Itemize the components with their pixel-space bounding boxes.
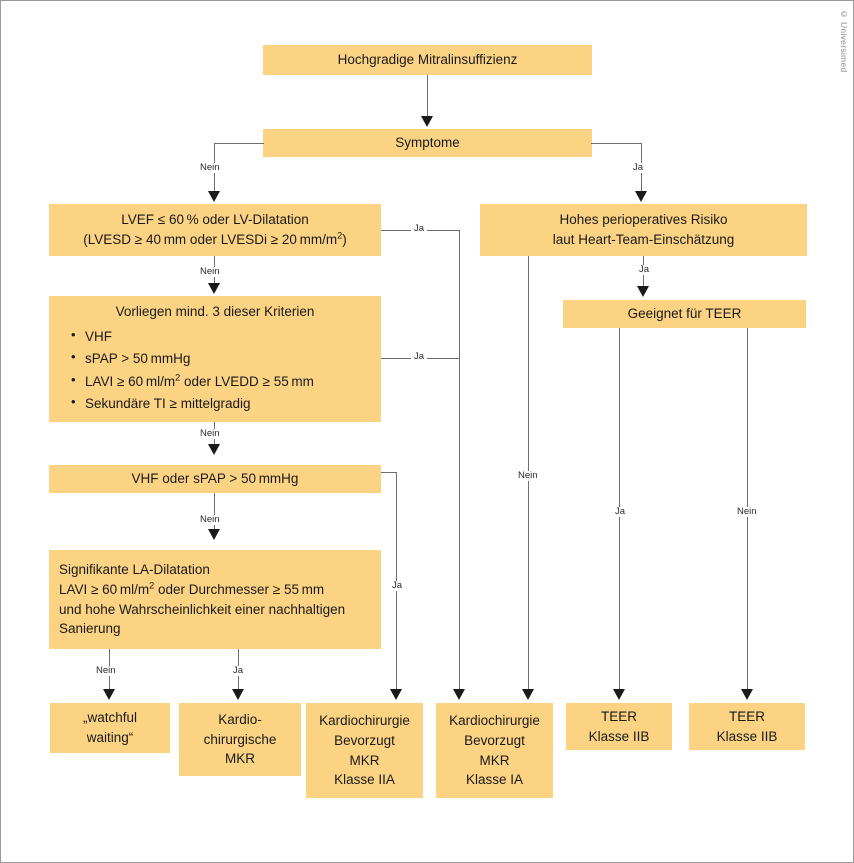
node-vhf-oder-spap: VHF oder sPAP > 50 mmHg: [49, 465, 381, 493]
node-line-2: LAVI ≥ 60 ml/m2 oder Durchmesser ≥ 55 mm: [59, 580, 324, 600]
edge-label-symptome-ja: Ja: [630, 163, 647, 173]
edge-label-lvef-nein: Nein: [197, 267, 223, 277]
arrowhead: [232, 689, 244, 700]
outcome-line: Bevorzugt: [334, 732, 395, 748]
outcome-line: Kardio-: [218, 712, 262, 728]
outcome-line: Klasse IIA: [334, 772, 395, 788]
kriterien-list: VHF sPAP > 50 mmHg LAVI ≥ 60 ml/m2 oder …: [49, 325, 403, 416]
edge-vhf-ja-vertical: [396, 472, 397, 689]
node-line-4: Sanierung: [59, 621, 121, 637]
arrowhead: [208, 529, 220, 540]
edge-label-teer-nein: Nein: [734, 507, 760, 517]
outcome-teer-klasse-iib-links: TEER Klasse IIB: [566, 703, 672, 750]
outcome-line: MKR: [349, 752, 380, 768]
list-item: Sekundäre TI ≥ mittelgradig: [71, 393, 403, 414]
edge-label-symptome-nein: Nein: [197, 163, 223, 173]
arrowhead: [522, 689, 534, 700]
arrowhead: [390, 689, 402, 700]
edge-ja-merge-vertical: [459, 230, 460, 689]
copyright-notice: © Universimed: [839, 9, 849, 73]
edge-vhf-nein-vertical: [214, 493, 215, 531]
outcome-line: waiting“: [86, 730, 134, 745]
node-line-3: und hohe Wahrscheinlichkeit einer nachha…: [59, 601, 346, 617]
outcome-line: MKR: [479, 752, 510, 768]
edge-label-kriterien-nein: Nein: [197, 429, 223, 439]
list-item-label-tail: oder LVEDD ≥ 55 mm: [180, 373, 314, 389]
arrowhead: [637, 286, 649, 297]
arrowhead: [635, 191, 647, 202]
arrowhead: [741, 689, 753, 700]
superscript: 2: [149, 580, 155, 591]
arrowhead: [613, 689, 625, 700]
edge-label-teer-ja: Ja: [612, 507, 629, 517]
node-line-2-tail: oder Durchmesser ≥ 55 mm: [154, 581, 325, 597]
outcome-watchful-waiting: „watchful waiting“: [50, 703, 170, 753]
node-geeignet-fuer-teer: Geeignet für TEER: [563, 300, 806, 328]
node-line-1: LVEF ≤ 60 % oder LV-Dilatation: [121, 212, 309, 228]
outcome-teer-klasse-iib-rechts: TEER Klasse IIB: [689, 703, 805, 750]
edge-label-la-ja: Ja: [230, 666, 247, 676]
outcome-kardiochirurgische-mkr: Kardio- chirurgische MKR: [179, 703, 301, 776]
outcome-kardiochirurgie-mkr-klasse-iia: Kardiochirurgie Bevorzugt MKR Klasse IIA: [306, 703, 423, 798]
node-lvef-lv-dilatation: LVEF ≤ 60 % oder LV-Dilatation (LVESD ≥ …: [49, 204, 381, 256]
list-item-label: Sekundäre TI ≥ mittelgradig: [85, 395, 251, 411]
arrowhead: [208, 283, 220, 294]
edge-label-risiko-nein: Nein: [515, 471, 541, 481]
list-item-label: VHF: [85, 329, 112, 345]
outcome-line: Kardiochirurgie: [449, 713, 540, 729]
node-hochgradige-mitralinsuffizienz: Hochgradige Mitralinsuffizienz: [263, 45, 592, 75]
outcome-line: Kardiochirurgie: [319, 713, 410, 729]
list-item: sPAP > 50 mmHg: [71, 348, 403, 369]
arrowhead: [208, 444, 220, 455]
edge-label-la-nein: Nein: [93, 666, 119, 676]
node-label: Hochgradige Mitralinsuffizienz: [337, 52, 518, 68]
list-item-label: sPAP > 50 mmHg: [85, 351, 191, 367]
arrowhead: [421, 116, 433, 127]
edge-label-vhf-ja: Ja: [389, 581, 406, 591]
edge-root-to-symptome: [427, 75, 428, 118]
edge-label-risiko-ja: Ja: [636, 265, 653, 275]
node-label: Geeignet für TEER: [627, 306, 742, 322]
superscript: 2: [175, 372, 181, 383]
outcome-line: MKR: [225, 751, 255, 767]
node-label: VHF oder sPAP > 50 mmHg: [131, 471, 299, 487]
node-line-1: Signifikante LA-Dilatation: [59, 562, 210, 578]
edge-vhf-ja-horizontal: [381, 472, 396, 473]
node-kriterien: Vorliegen mind. 3 dieser Kriterien VHF s…: [49, 296, 381, 422]
edge-symptome-ja-horizontal: [591, 143, 642, 144]
list-item-label: LAVI ≥ 60 ml/m: [85, 373, 176, 389]
edge-symptome-nein-horizontal: [214, 143, 264, 144]
outcome-line: TEER: [728, 708, 765, 724]
outcome-line: Bevorzugt: [464, 732, 525, 748]
edge-label-vhf-nein: Nein: [197, 515, 223, 525]
arrowhead: [453, 689, 465, 700]
node-label: Symptome: [395, 135, 460, 151]
superscript: 2: [337, 230, 343, 241]
outcome-line: „watchful: [82, 710, 138, 726]
node-line-2: laut Heart-Team-Einschätzung: [552, 232, 735, 247]
outcome-line: Klasse IA: [465, 772, 524, 788]
outcome-line: Klasse IIB: [588, 728, 650, 744]
node-line-2-tail: ): [342, 232, 347, 247]
node-symptome: Symptome: [263, 129, 592, 157]
kriterien-title: Vorliegen mind. 3 dieser Kriterien: [115, 304, 315, 320]
outcome-line: TEER: [600, 708, 637, 724]
list-item: VHF: [71, 326, 403, 347]
arrowhead: [103, 689, 115, 700]
edge-label-kriterien-ja: Ja: [411, 352, 428, 362]
edge-label-lvef-ja: Ja: [411, 224, 428, 234]
node-la-dilatation: Signifikante LA-Dilatation LAVI ≥ 60 ml/…: [49, 550, 381, 649]
node-line-2-text: (LVESD ≥ 40 mm oder LVESDi ≥ 20 mm/m: [83, 232, 338, 247]
node-line-2-text: LAVI ≥ 60 ml/m: [59, 581, 150, 597]
list-item: LAVI ≥ 60 ml/m2 oder LVEDD ≥ 55 mm: [71, 371, 403, 392]
outcome-line: chirurgische: [203, 731, 277, 747]
node-line-2: (LVESD ≥ 40 mm oder LVESDi ≥ 20 mm/m2): [83, 230, 346, 250]
node-hohes-perioperatives-risiko: Hohes perioperatives Risiko laut Heart-T…: [480, 204, 807, 256]
node-line-1: Hohes perioperatives Risiko: [559, 212, 728, 228]
outcome-kardiochirurgie-mkr-klasse-ia: Kardiochirurgie Bevorzugt MKR Klasse IA: [436, 703, 553, 798]
arrowhead: [208, 191, 220, 202]
outcome-line: Klasse IIB: [716, 728, 778, 744]
